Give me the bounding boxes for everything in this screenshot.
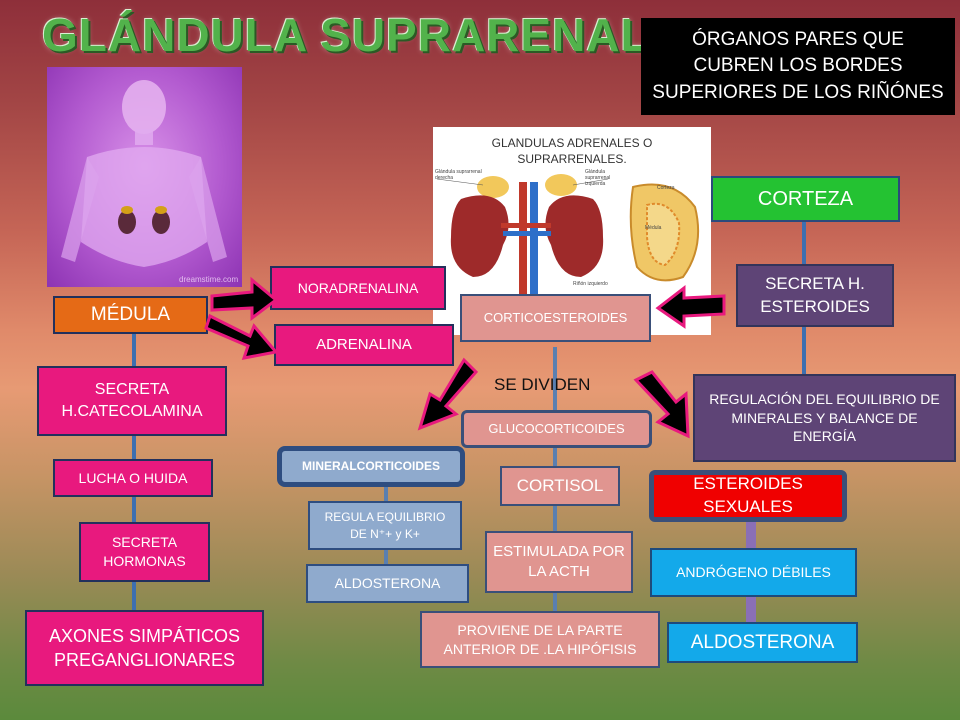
lucha-huida-box: LUCHA O HUIDA [53, 459, 213, 497]
corteza-box: CORTEZA [711, 176, 900, 222]
intro-box: ÓRGANOS PARES QUE CUBREN LOS BORDES SUPE… [641, 18, 955, 115]
noradrenalina-box: NORADRENALINA [270, 266, 446, 310]
esteroides-sexuales-box: ESTEROIDES SEXUALES [649, 470, 847, 522]
diagram-label-rinon: Riñón izquierdo [573, 281, 608, 287]
proviene-box: PROVIENE DE LA PARTE ANTERIOR DE .LA HIP… [420, 611, 660, 668]
estimulada-box: ESTIMULADA POR LA ACTH [485, 531, 633, 593]
corticoesteroides-box: CORTICOESTEROIDES [460, 294, 651, 342]
adrenalina-box: ADRENALINA [274, 324, 454, 366]
arrow-to-adrenalina [204, 313, 279, 360]
diagram-title-line-2: SUPRARRENALES. [517, 152, 627, 167]
androgeno-box: ANDRÓGENO DÉBILES [650, 548, 857, 597]
secreta-catecolamina-box: SECRETA H.CATECOLAMINA [37, 366, 227, 436]
regula-equilibrio-box: REGULA EQUILIBRIO DE N⁺+ y K+ [308, 501, 462, 550]
medula-box: MÉDULA [53, 296, 208, 334]
diagram-label-izquierda: Glándula suprarrenal izquierda [585, 169, 611, 187]
diagram-title: GLANDULAS ADRENALES O SUPRARRENALES. [433, 135, 711, 167]
diagram-label-corteza: Corteza [657, 185, 675, 191]
diagram-title-line-1: GLANDULAS ADRENALES O [491, 136, 653, 150]
kidney-illustration [436, 174, 700, 332]
glucocorticoides-box: GLUCOCORTICOIDES [461, 410, 652, 448]
aldosterona-mineral-box: ALDOSTERONA [306, 564, 469, 603]
secreta-esteroides-box: SECRETA H. ESTEROIDES [736, 264, 894, 327]
aldosterona-sexual-box: ALDOSTERONA [667, 622, 858, 663]
mineralcorticoides-box: MINERALCORTICOIDES [277, 446, 465, 487]
page-title: GLÁNDULA SUPRARENAL [42, 9, 650, 61]
se-dividen-label: SE DIVIDEN [494, 375, 591, 394]
axones-box: AXONES SIMPÁTICOS PREGANGLIONARES [25, 610, 264, 686]
body-figure [61, 80, 227, 267]
diagram-label-derecha: Glándula suprarrenal derecha [435, 169, 482, 181]
secreta-hormonas-box: SECRETA HORMONAS [79, 522, 210, 582]
intro-line-1: ÓRGANOS PARES QUE [692, 28, 904, 50]
photo-watermark: dreamstime.com [179, 275, 239, 284]
cortisol-box: CORTISOL [500, 466, 620, 506]
diagram-label-medula: Médula [645, 225, 662, 231]
body-photo: dreamstime.com [47, 67, 242, 287]
intro-line-3: SUPERIORES DE LOS RIÑÓNES [652, 81, 944, 103]
regulacion-box: REGULACIÓN DEL EQUILIBRIO DE MINERALES Y… [693, 374, 956, 462]
intro-line-2: CUBREN LOS BORDES [693, 55, 903, 77]
